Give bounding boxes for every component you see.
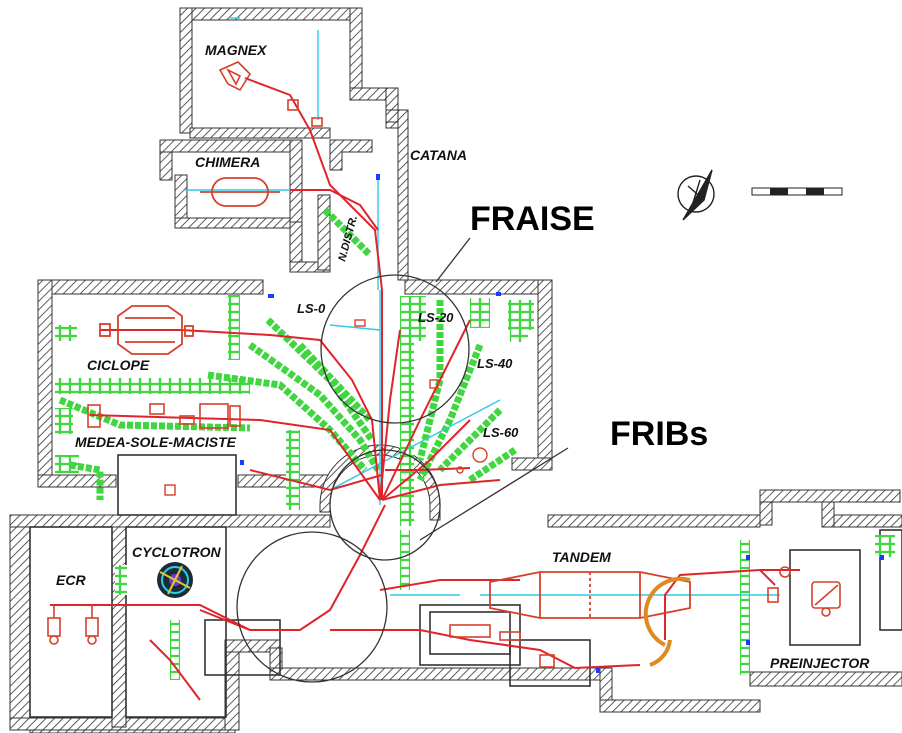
label-ciclope: CICLOPE — [87, 357, 150, 373]
cyclotron — [157, 562, 193, 598]
label-ecr: ECR — [56, 572, 86, 588]
medea-sole-maciste — [87, 403, 241, 429]
room-outlines — [29, 454, 902, 718]
label-ls60: LS-60 — [483, 425, 519, 440]
label-preinjector: PREINJECTOR — [770, 655, 870, 671]
shielding-blocks — [55, 295, 895, 680]
label-tandem: TANDEM — [552, 549, 611, 565]
label-ls0: LS-0 — [297, 301, 326, 316]
label-catana: CATANA — [410, 147, 467, 163]
label-ls20: LS-20 — [418, 310, 454, 325]
magnex-spectrometer — [218, 61, 323, 127]
chimera-detector — [200, 177, 280, 207]
scale-bar — [751, 187, 843, 196]
highlight-circles — [236, 274, 470, 683]
callout-fribs: FRIBs — [610, 415, 708, 453]
label-medea: MEDEA-SOLE-MACISTE — [75, 434, 237, 450]
ecr-sources — [47, 605, 99, 645]
position-markers — [240, 174, 884, 673]
building-walls — [9, 7, 902, 733]
ciclope-chamber — [99, 305, 194, 355]
shielding-walls — [58, 207, 517, 500]
label-magnex: MAGNEX — [205, 42, 268, 58]
callout-lines — [419, 237, 569, 541]
preinjector-equipment — [767, 566, 841, 617]
label-chimera: CHIMERA — [195, 154, 260, 170]
analysing-magnets — [643, 576, 691, 667]
label-ls40: LS-40 — [477, 356, 513, 371]
hall-equipment — [164, 319, 488, 496]
tandem-chamber — [449, 624, 555, 668]
label-cyclotron: CYCLOTRON — [132, 544, 222, 560]
tandem-accelerator — [489, 571, 691, 619]
callout-fraise: FRAISE — [470, 200, 595, 238]
compass-icon — [677, 169, 715, 221]
